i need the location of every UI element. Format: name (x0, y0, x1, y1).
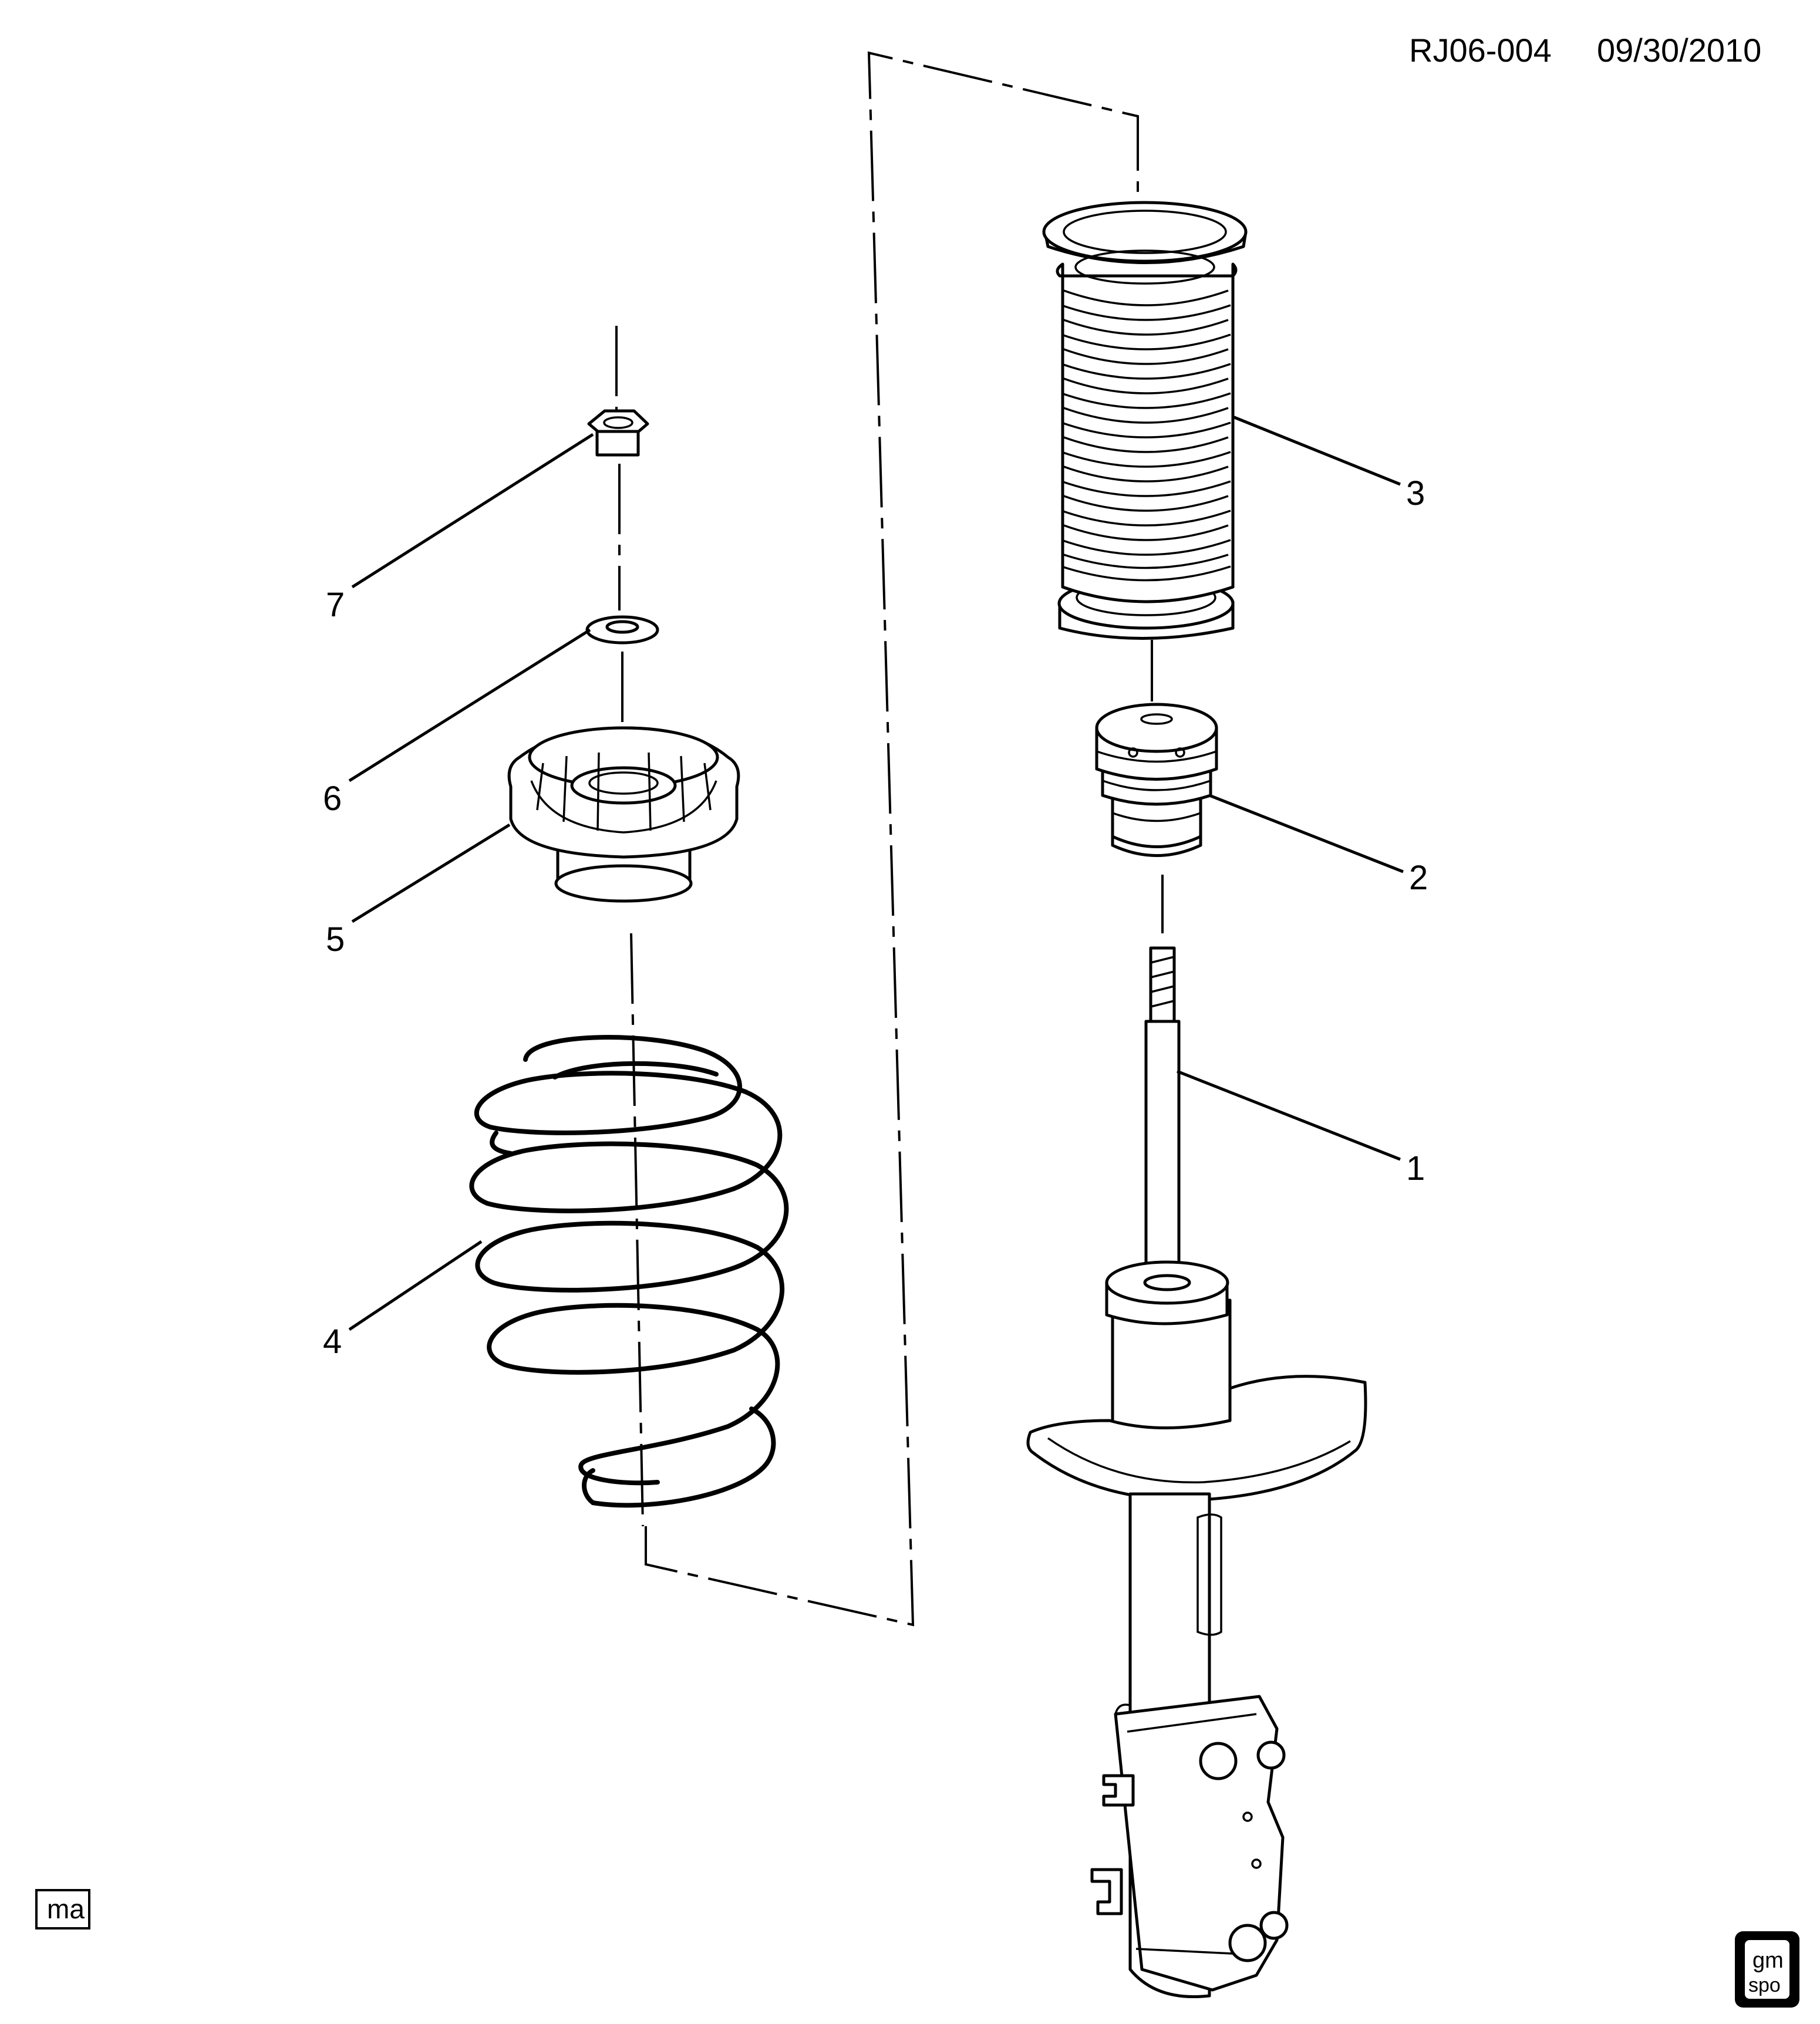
leader-1 (1177, 1070, 1401, 1161)
diagram-header: RJ06-004 09/30/2010 (1409, 32, 1761, 69)
leader-lines (348, 415, 1404, 1331)
callout-numbers: 1 2 3 4 5 6 7 (323, 474, 1428, 1361)
centerline-spring (630, 933, 644, 1527)
leader-3 (1232, 415, 1401, 486)
leader-2 (1209, 794, 1404, 873)
strut-assembly-part (1026, 946, 1367, 1999)
coil-spring-part (469, 1035, 789, 1508)
washer-part (585, 615, 659, 645)
callout-1: 1 (1406, 1149, 1425, 1188)
gm-spo-logo: gm spo (1735, 1931, 1799, 2008)
logo-text-bottom: spo (1748, 1974, 1781, 1996)
ma-badge: ma (35, 1889, 90, 1929)
leader-6 (348, 628, 591, 782)
diagram-code: RJ06-004 (1409, 32, 1552, 69)
diagram-date: 09/30/2010 (1597, 32, 1761, 69)
callout-4: 4 (323, 1323, 342, 1361)
jounce-bumper-part (1095, 703, 1218, 857)
dust-boot-part (1042, 201, 1248, 640)
ma-badge-text: ma (47, 1894, 85, 1924)
leader-5 (351, 823, 511, 923)
strut-mount-part (507, 726, 740, 903)
callout-7: 7 (326, 586, 345, 624)
callout-3: 3 (1406, 474, 1425, 512)
logo-text-top: gm (1752, 1948, 1784, 1973)
leader-4 (348, 1240, 483, 1331)
assembly-centerline-outline (645, 51, 1139, 1627)
callout-5: 5 (326, 920, 345, 959)
leader-7 (351, 433, 594, 589)
callout-2: 2 (1409, 859, 1428, 897)
nut-part (587, 409, 649, 457)
callout-6: 6 (323, 780, 342, 818)
